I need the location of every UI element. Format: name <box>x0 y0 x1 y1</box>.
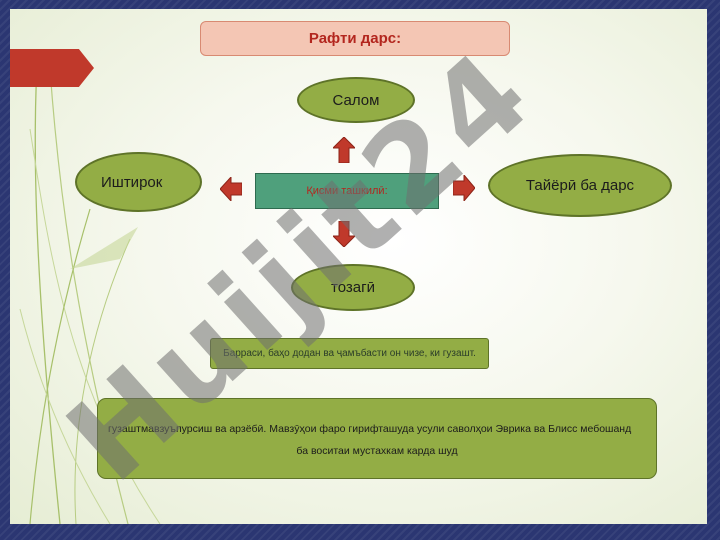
info-bar-text: Барраси, баҳо додан ва ҷамъбасти он чизе… <box>223 348 476 359</box>
node-left-label: Иштирок <box>101 173 163 191</box>
info-bar: Барраси, баҳо додан ва ҷамъбасти он чизе… <box>210 338 489 369</box>
title-box: Рафти дарс: <box>200 21 510 56</box>
arrow-down-icon <box>333 221 355 247</box>
summary-line-2: ба воситаи мустахкам карда шуд <box>296 445 458 457</box>
node-top-label: Салом <box>332 91 380 109</box>
decorative-lines <box>19 48 161 524</box>
node-top: Салом <box>297 77 415 123</box>
arrow-up-icon <box>333 137 355 163</box>
arrow-right-icon <box>453 175 475 201</box>
node-right-label: Тайёрӣ ба дарс <box>525 177 635 194</box>
node-bottom: тозагӣ <box>291 264 415 311</box>
center-box: Қисми ташкилӣ: <box>255 173 439 209</box>
center-label: Қисми ташкилӣ: <box>306 185 388 197</box>
summary-line-1: гузаштмавзуъпурсиш ва арзёбӣ. Мавзӯҳои ф… <box>108 423 632 435</box>
arrow-left-icon <box>220 177 242 201</box>
slide: Рафти дарс: Салом Иштирок Тайёрӣ ба дарс… <box>10 9 707 524</box>
node-left: Иштирок <box>75 152 202 212</box>
summary-box: гузаштмавзуъпурсиш ва арзёбӣ. Мавзӯҳои ф… <box>97 398 657 479</box>
node-bottom-label: тозагӣ <box>331 279 375 296</box>
title-text: Рафти дарс: <box>308 30 402 47</box>
corner-tab <box>10 49 94 87</box>
node-right: Тайёрӣ ба дарс <box>488 154 672 217</box>
